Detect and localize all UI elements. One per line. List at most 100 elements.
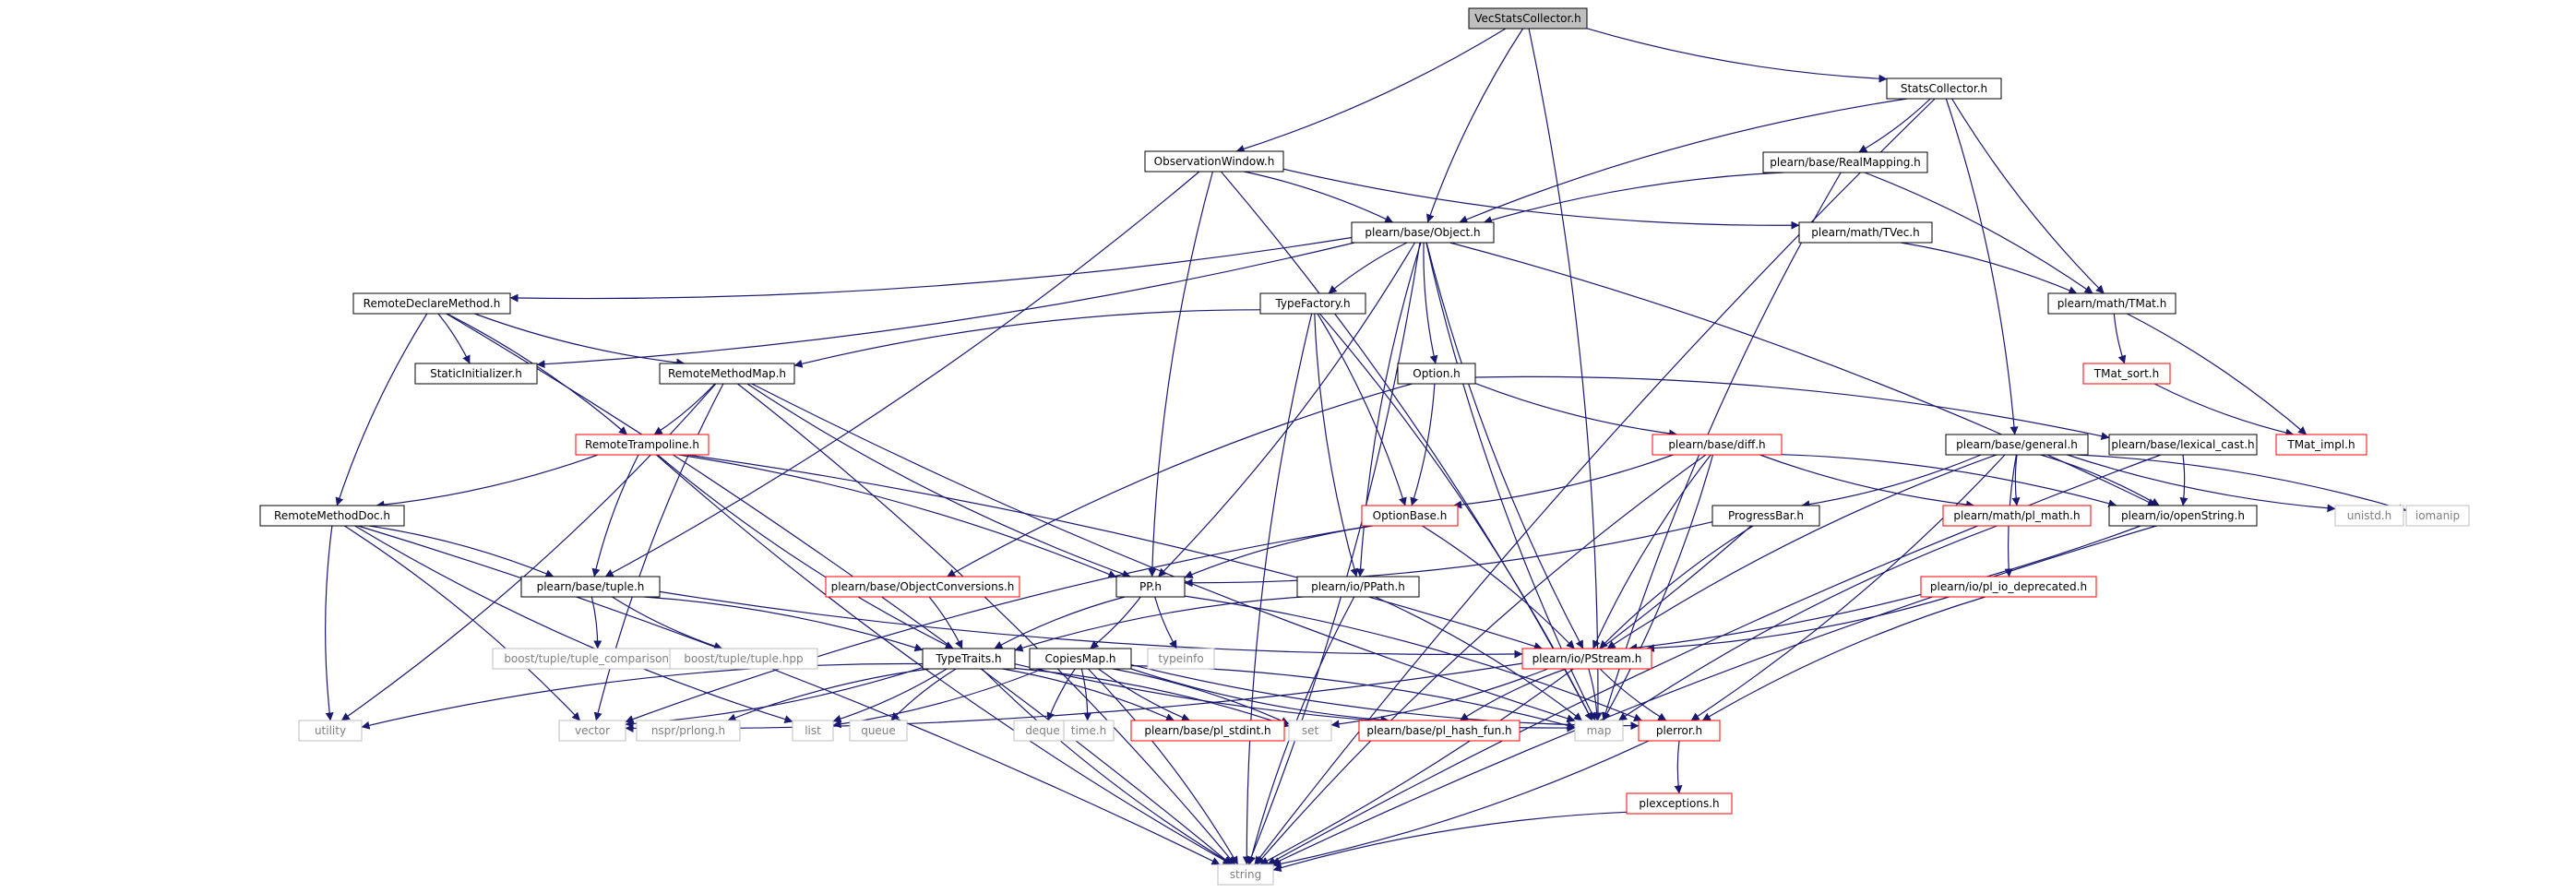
edge-StatsCollector-to-general: [1945, 98, 2019, 435]
edge-plerror-to-plexceptions: [1674, 740, 1683, 794]
node-TypeFactory[interactable]: TypeFactory.h: [1259, 292, 1366, 315]
node-label-utility: utility: [315, 724, 346, 737]
node-box-StaticInitializer: [414, 363, 538, 385]
node-label-set: set: [1302, 724, 1319, 737]
node-box-OptionBase: [1361, 505, 1459, 527]
node-box-pl_hash_fun: [1358, 720, 1521, 742]
edge-PStream-to-map: [1588, 668, 1602, 721]
edge-TypeTraits-to-utility: [361, 662, 924, 730]
edge-diff-to-openString: [1781, 454, 2117, 508]
node-box-time: [1063, 720, 1115, 742]
edge-diff-to-pl_math: [1759, 454, 1975, 509]
node-label-RemoteTrampoline: RemoteTrampoline.h: [585, 438, 699, 451]
node-map: map: [1574, 720, 1624, 742]
node-box-RemoteTrampoline: [575, 434, 710, 456]
node-pl_stdint[interactable]: plearn/base/pl_stdint.h: [1130, 720, 1285, 742]
node-CopiesMap[interactable]: CopiesMap.h: [1029, 648, 1132, 670]
node-box-TypeFactory: [1259, 292, 1366, 315]
node-OptionBase[interactable]: OptionBase.h: [1361, 505, 1459, 527]
edge-RealMapping-to-TMat: [1864, 172, 2093, 294]
edge-Option-to-OptionBase: [1410, 383, 1436, 506]
edge-ObservationWindow-to-map: [1220, 171, 1593, 721]
node-TypeTraits[interactable]: TypeTraits.h: [922, 648, 1016, 670]
node-box-prlong: [636, 720, 741, 742]
edge-VecStatsCollector-to-ObservationWindow: [1235, 28, 1507, 153]
edge-CopiesMap-to-deque: [1046, 668, 1076, 721]
edge-Object-to-RemoteDeclareMethod: [509, 236, 1353, 303]
edge-tuple-to-boost_tuple: [612, 596, 723, 650]
edge-RemoteMethodDoc-to-tuple: [368, 525, 555, 577]
edge-Object-to-Option: [1423, 242, 1438, 364]
node-box-unistd: [2334, 505, 2404, 527]
node-time: time.h: [1063, 720, 1115, 742]
node-lexical_cast[interactable]: plearn/base/lexical_cast.h: [2108, 434, 2258, 456]
node-openString[interactable]: plearn/io/openString.h: [2108, 505, 2258, 527]
edge-PStream-to-pl_hash_fun: [1460, 668, 1567, 721]
edge-StatsCollector-to-RealMapping: [1858, 98, 1931, 153]
node-tuple[interactable]: plearn/base/tuple.h: [520, 576, 661, 598]
edge-Object-to-PP: [1158, 242, 1416, 577]
node-box-RemoteMethodDoc: [259, 505, 405, 527]
node-TMat[interactable]: plearn/math/TMat.h: [2047, 292, 2176, 315]
node-label-unistd: unistd.h: [2347, 509, 2392, 522]
node-TMat_impl[interactable]: TMat_impl.h: [2275, 434, 2367, 456]
node-pl_math[interactable]: plearn/math/pl_math.h: [1942, 505, 2092, 527]
node-general[interactable]: plearn/base/general.h: [1945, 434, 2089, 456]
node-box-list: [792, 720, 834, 742]
edge-RemoteMethodMap-to-string: [737, 383, 1236, 865]
node-label-TMat: plearn/math/TMat.h: [2057, 297, 2167, 310]
node-ObservationWindow[interactable]: ObservationWindow.h: [1144, 150, 1284, 173]
node-StaticInitializer[interactable]: StaticInitializer.h: [414, 363, 538, 385]
node-RemoteDeclareMethod[interactable]: RemoteDeclareMethod.h: [352, 292, 511, 315]
edge-Object-to-TypeFactory: [1328, 242, 1408, 294]
node-pl_hash_fun[interactable]: plearn/base/pl_hash_fun.h: [1358, 720, 1521, 742]
edge-RemoteDeclareMethod-to-RemoteMethodMap: [474, 313, 686, 367]
node-PStream[interactable]: plearn/io/PStream.h: [1521, 648, 1652, 670]
edge-RemoteTrampoline-to-string: [656, 454, 1232, 865]
edge-RemoteDeclareMethod-to-RemoteMethodDoc: [335, 313, 428, 506]
edge-Object-to-string: [1247, 242, 1421, 865]
node-label-PStream: plearn/io/PStream.h: [1532, 652, 1642, 665]
node-label-VecStatsCollector: VecStatsCollector.h: [1474, 12, 1581, 25]
node-plerror[interactable]: plerror.h: [1638, 720, 1721, 742]
node-vector: vector: [558, 720, 626, 742]
node-VecStatsCollector[interactable]: VecStatsCollector.h: [1468, 7, 1588, 30]
edge-RemoteTrampoline-to-TypeTraits: [657, 454, 954, 649]
node-plexceptions[interactable]: plexceptions.h: [1626, 792, 1733, 815]
edge-RemoteMethodMap-to-PP: [746, 383, 1131, 578]
edge-TypeTraits-to-map: [1014, 663, 1576, 732]
edge-RemoteTrampoline-to-PP: [678, 454, 1117, 578]
node-box-queue: [849, 720, 908, 742]
node-RealMapping[interactable]: plearn/base/RealMapping.h: [1762, 151, 1928, 173]
edge-ObjectConversions-to-TypeTraits: [928, 596, 963, 649]
node-unistd: unistd.h: [2334, 505, 2404, 527]
node-ObjectConversions[interactable]: plearn/base/ObjectConversions.h: [825, 576, 1020, 598]
node-TMat_sort[interactable]: TMat_sort.h: [2082, 363, 2171, 385]
edge-TypeTraits-to-list: [832, 668, 948, 723]
node-RemoteMethodDoc[interactable]: RemoteMethodDoc.h: [259, 505, 405, 527]
node-Option[interactable]: Option.h: [1397, 363, 1476, 385]
node-label-boost_tuple: boost/tuple/tuple.hpp: [684, 652, 803, 665]
edge-TMat-to-TMat_impl: [2127, 313, 2308, 435]
node-PPath[interactable]: plearn/io/PPath.h: [1296, 576, 1420, 598]
edge-ObservationWindow-to-tuple: [604, 171, 1200, 577]
node-TVec[interactable]: plearn/math/TVec.h: [1798, 221, 1933, 244]
node-RemoteTrampoline[interactable]: RemoteTrampoline.h: [575, 434, 710, 456]
node-diff[interactable]: plearn/base/diff.h: [1652, 434, 1783, 456]
edge-general-to-iomanip: [2077, 454, 2407, 513]
node-PP[interactable]: PP.h: [1115, 576, 1186, 598]
edge-general-to-unistd: [2067, 454, 2336, 513]
node-Object[interactable]: plearn/base/Object.h: [1351, 221, 1495, 244]
node-box-openString: [2108, 505, 2258, 527]
node-box-ObservationWindow: [1144, 150, 1284, 173]
node-box-utility: [298, 720, 363, 742]
node-set: set: [1288, 720, 1332, 742]
node-RemoteMethodMap[interactable]: RemoteMethodMap.h: [659, 363, 795, 385]
node-StatsCollector[interactable]: StatsCollector.h: [1886, 77, 2002, 100]
edge-Option-to-diff: [1474, 383, 1678, 438]
edge-Option-to-ObjectConversions: [947, 383, 1413, 577]
node-pl_io_deprecated[interactable]: plearn/io/pl_io_deprecated.h: [1920, 576, 2097, 598]
node-label-TypeFactory: TypeFactory.h: [1274, 297, 1350, 310]
node-ProgressBar[interactable]: ProgressBar.h: [1711, 505, 1820, 527]
edge-openString-to-string: [1271, 525, 2157, 865]
